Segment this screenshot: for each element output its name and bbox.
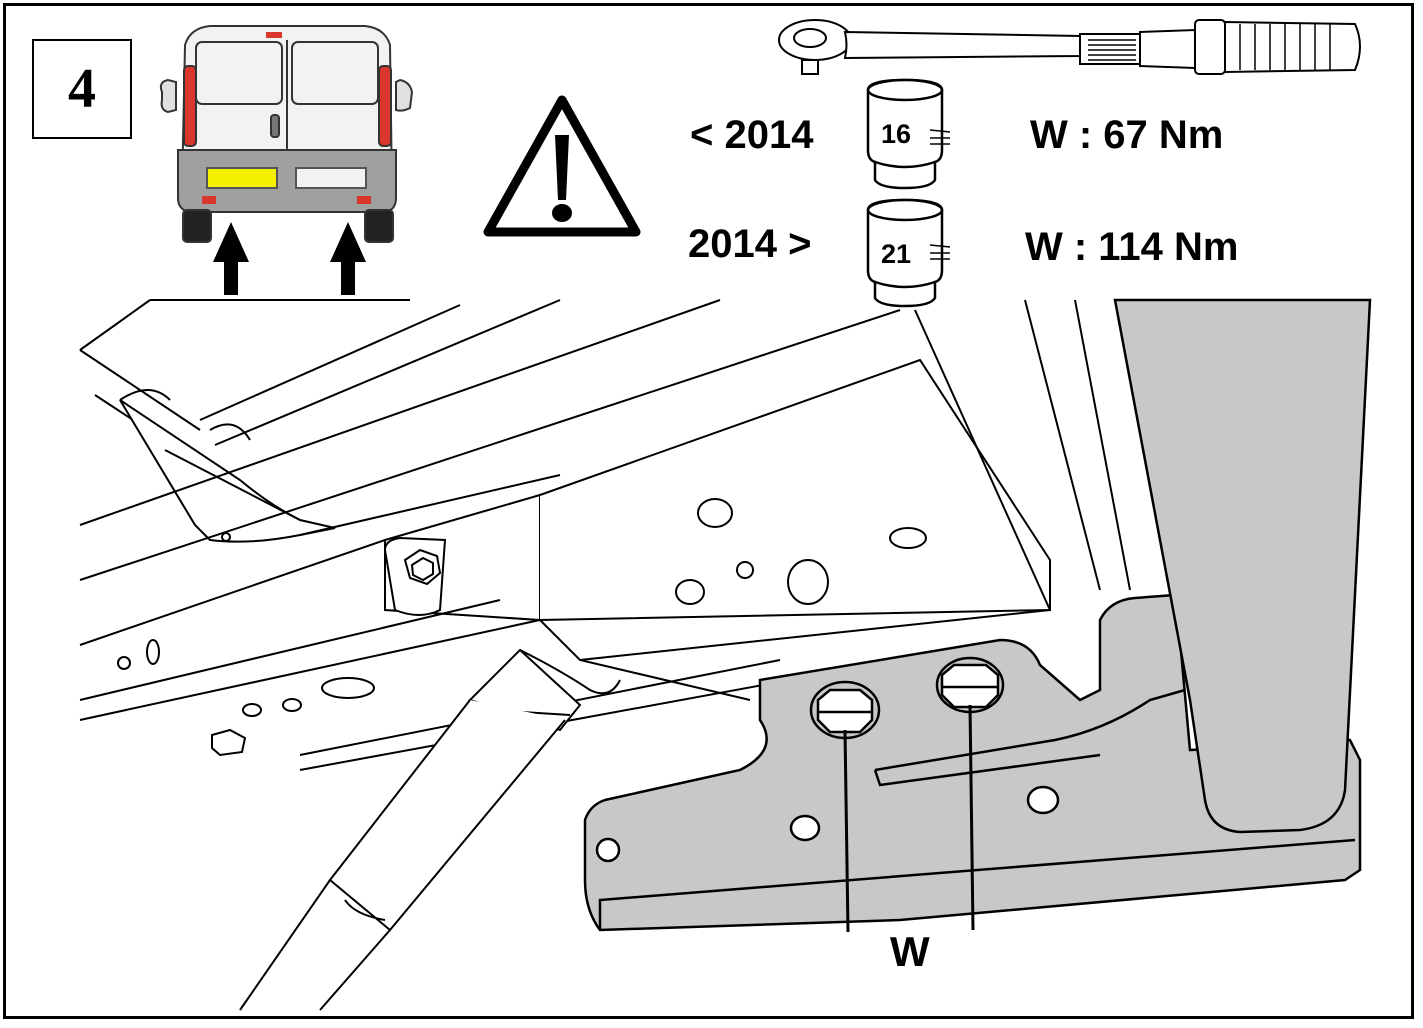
socket-icon-21 [866,198,951,308]
socket-size-21: 21 [881,239,911,269]
warning-icon [483,95,641,237]
chassis-frame [79,299,1131,1011]
bolt-callout-label: W [890,928,930,975]
bolt-callout-lines [843,704,975,933]
torque-label-114nm: W : 114 Nm [1025,225,1239,269]
year-label-before-2014: < 2014 [690,113,814,157]
torque-label-67nm: W : 67 Nm [1030,113,1224,157]
van-rear-icon [159,25,414,243]
socket-icon-16 [866,78,951,190]
step-number: 4 [68,58,96,120]
towbar-bracket [583,298,1372,932]
bolt-w-right [935,656,1005,714]
bolt-w-left [809,680,881,740]
up-arrow-left [213,222,249,295]
year-label-after-2014: 2014 > [688,222,812,266]
torque-wrench-icon [778,19,1361,75]
up-arrow-right [330,222,366,295]
step-number-box: 4 [32,39,132,139]
socket-size-16: 16 [881,119,911,149]
